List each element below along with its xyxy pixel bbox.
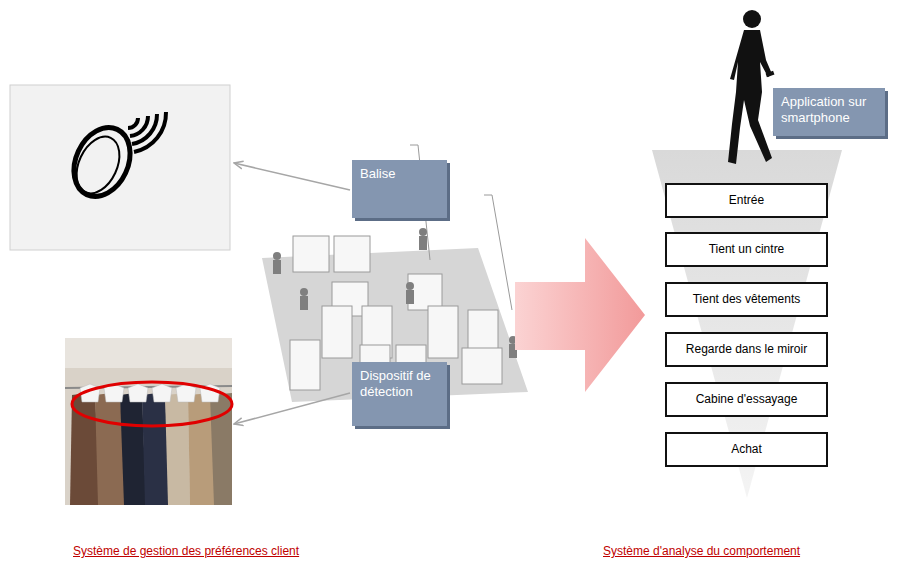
- box-text: Entrée: [729, 193, 764, 207]
- box-text: Cabine d'essayage: [696, 392, 798, 406]
- flow-arrow: [515, 238, 645, 392]
- caption-label: Système d'analyse du comportement: [603, 544, 800, 558]
- caption-label: Système de gestion des préférences clien…: [73, 544, 299, 558]
- box-text: Tient un cintre: [709, 242, 785, 256]
- funnel-shape: [652, 150, 842, 498]
- process-box: Entrée: [665, 183, 828, 218]
- box-text: Tient des vêtements: [693, 292, 801, 306]
- box-text: Balise: [360, 166, 439, 182]
- process-box: Cabine d'essayage: [665, 382, 828, 417]
- person-silhouette: [728, 10, 774, 164]
- box-text: Regarde dans le miroir: [686, 342, 807, 356]
- clothes-photo: [65, 338, 232, 505]
- label-box: Dispositif de détection: [352, 362, 447, 426]
- leader-line: [234, 393, 350, 424]
- box-text: Dispositif de détection: [360, 368, 439, 399]
- process-box: Tient un cintre: [665, 232, 828, 267]
- process-box: Achat: [665, 432, 828, 467]
- label-box: Balise: [352, 160, 447, 218]
- box-text: Application sur smartphone: [781, 94, 877, 125]
- label-box: Application sur smartphone: [773, 88, 885, 136]
- process-box: Tient des vêtements: [665, 282, 828, 317]
- box-text: Achat: [731, 442, 762, 456]
- beacon-picture: [10, 85, 230, 250]
- process-box: Regarde dans le miroir: [665, 332, 828, 367]
- leader-line: [234, 163, 350, 190]
